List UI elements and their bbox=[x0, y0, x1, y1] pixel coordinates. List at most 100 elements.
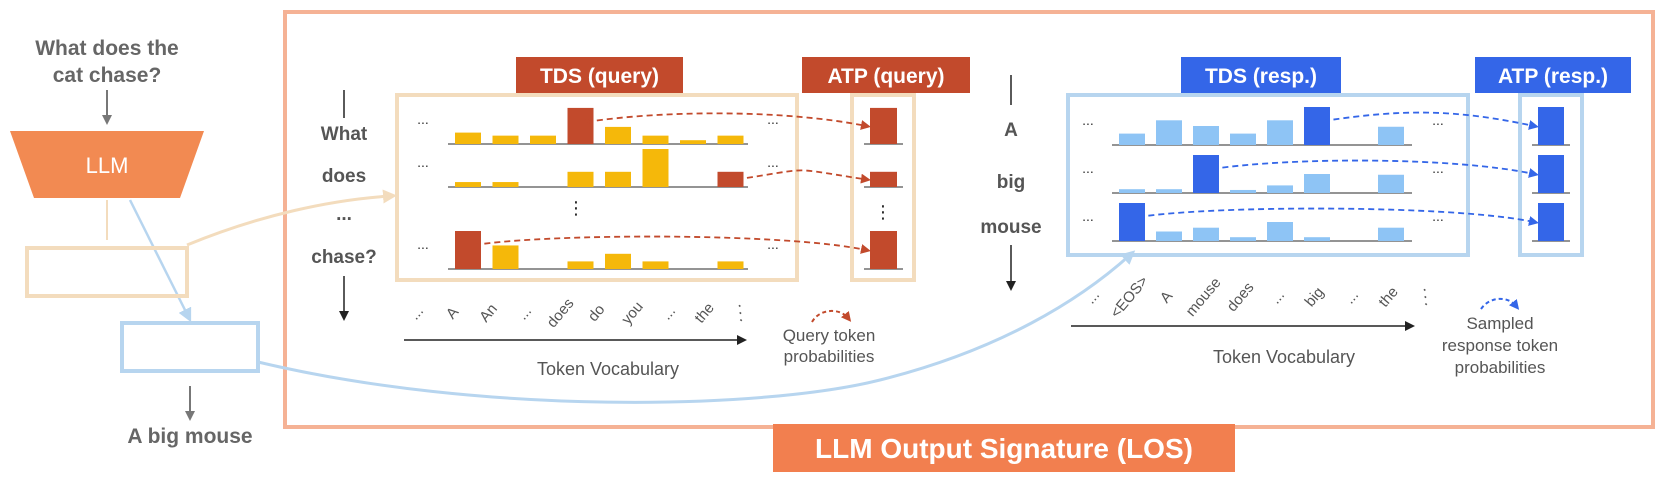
query-vocab-tick: A bbox=[443, 304, 462, 323]
atp-resp-frame bbox=[1518, 93, 1584, 257]
tds-resp-frame bbox=[1066, 93, 1470, 257]
query-prob-bar bbox=[717, 135, 744, 144]
resp-prob-bar bbox=[1378, 227, 1404, 241]
resp-vocab-tick: big bbox=[1302, 284, 1328, 310]
query-prob-bar bbox=[642, 261, 669, 269]
resp-prob-bar bbox=[1304, 107, 1330, 145]
query-prob-bar bbox=[605, 253, 631, 269]
query-row-ellipsis: ... bbox=[417, 154, 429, 170]
query-sampling-arrow bbox=[736, 169, 871, 184]
atp-query-frame bbox=[850, 93, 916, 282]
query-row-label-ellipsis: ... bbox=[336, 204, 352, 225]
query-legend-line-1: Query token bbox=[783, 326, 876, 345]
resp-vocab-tick: <EOS> bbox=[1107, 273, 1152, 322]
query-prob-bar bbox=[455, 182, 481, 187]
query-legend-line-2: probabilities bbox=[784, 347, 875, 366]
resp-prob-bar bbox=[1378, 126, 1404, 145]
query-vocab-tick: the bbox=[691, 300, 717, 327]
query-atp-vertical-ellipsis: ⋮ bbox=[874, 202, 892, 222]
resp-vocab-tick: ... bbox=[1341, 287, 1362, 308]
resp-row-label-big: big bbox=[997, 172, 1026, 193]
tds-resp-title-bg bbox=[1181, 57, 1341, 93]
resp-atp-bar bbox=[1538, 155, 1564, 193]
resp-sampling-arrow bbox=[1138, 207, 1539, 226]
query-row-label-chase: chase? bbox=[311, 247, 376, 268]
response-connector bbox=[257, 250, 1136, 404]
resp-vocab-tick: mouse bbox=[1183, 274, 1225, 319]
atp-query-title-bg bbox=[802, 57, 970, 93]
query-distribution-rows: .................. bbox=[417, 107, 903, 270]
response-distribution-rows: .................. bbox=[1082, 107, 1570, 242]
query-prob-bar bbox=[642, 135, 669, 144]
resp-prob-bar bbox=[1156, 231, 1182, 241]
query-row-ellipsis: ... bbox=[767, 236, 779, 252]
los-title-bg bbox=[773, 424, 1235, 472]
resp-prob-bar bbox=[1304, 174, 1330, 193]
query-prob-bar bbox=[605, 171, 631, 187]
query-prob-bar bbox=[455, 231, 481, 269]
query-atp-bar bbox=[870, 107, 897, 144]
query-axis-label: Token Vocabulary bbox=[537, 359, 679, 379]
resp-legend-line-3: probabilities bbox=[1455, 358, 1546, 377]
resp-legend-line-2: response token bbox=[1442, 336, 1558, 355]
answer-text: A big mouse bbox=[127, 425, 252, 448]
resp-row-ellipsis: ... bbox=[1082, 112, 1094, 128]
query-row-ellipsis: ... bbox=[767, 154, 779, 170]
query-vocab-tick: do bbox=[585, 301, 609, 325]
resp-prob-bar bbox=[1119, 203, 1145, 241]
query-row-ellipsis: ... bbox=[767, 111, 779, 127]
resp-prob-bar bbox=[1267, 185, 1293, 193]
resp-vocab-tick: ⋰ bbox=[1414, 286, 1437, 308]
atp-query-title: ATP (query) bbox=[827, 65, 944, 88]
response-embedding-box bbox=[120, 321, 260, 373]
resp-vocab-tick: ... bbox=[1267, 287, 1288, 308]
resp-prob-bar bbox=[1193, 155, 1219, 193]
query-sampling-arrow bbox=[586, 112, 871, 130]
query-vocab-tick: An bbox=[476, 301, 501, 326]
resp-prob-bar bbox=[1267, 222, 1293, 241]
query-vocab-tick: ⋰ bbox=[729, 302, 752, 324]
query-prob-bar bbox=[530, 135, 556, 144]
resp-row-label-mouse: mouse bbox=[980, 217, 1041, 238]
resp-prob-bar bbox=[1230, 237, 1256, 241]
atp-resp-title: ATP (resp.) bbox=[1498, 65, 1608, 88]
query-vertical-ellipsis: ⋮ bbox=[567, 198, 585, 218]
resp-prob-bar bbox=[1378, 174, 1404, 193]
query-row-label-does: does bbox=[322, 166, 366, 187]
query-prob-bar bbox=[567, 107, 594, 144]
query-prob-bar bbox=[605, 126, 631, 144]
tds-resp-title: TDS (resp.) bbox=[1205, 65, 1317, 88]
resp-prob-bar bbox=[1230, 189, 1256, 193]
query-sampling-arrow bbox=[474, 235, 871, 254]
resp-vocab-tick: A bbox=[1157, 288, 1176, 307]
question-line-1: What does the bbox=[35, 37, 179, 60]
resp-sampling-arrow bbox=[1212, 159, 1539, 178]
resp-prob-bar bbox=[1230, 133, 1256, 145]
query-prob-bar bbox=[717, 261, 744, 269]
resp-prob-bar bbox=[1267, 120, 1293, 145]
query-prob-bar bbox=[717, 171, 744, 187]
llm-block bbox=[10, 131, 204, 198]
query-embedding-box bbox=[25, 246, 189, 298]
query-prob-bar bbox=[567, 171, 594, 187]
resp-row-ellipsis: ... bbox=[1082, 208, 1094, 224]
query-prob-bar bbox=[455, 132, 481, 144]
query-prob-bar bbox=[567, 261, 594, 269]
resp-vocab-tick: does bbox=[1224, 279, 1258, 315]
query-vocab-tick: ... bbox=[658, 303, 679, 324]
resp-prob-bar bbox=[1119, 189, 1145, 193]
tds-query-title: TDS (query) bbox=[540, 65, 659, 88]
resp-prob-bar bbox=[1193, 126, 1219, 145]
query-prob-bar bbox=[642, 149, 669, 187]
query-vocab-tick: you bbox=[618, 298, 647, 327]
query-atp-bar bbox=[870, 231, 897, 269]
resp-row-ellipsis: ... bbox=[1432, 208, 1444, 224]
resp-vocab-tick: the bbox=[1375, 284, 1401, 311]
query-prob-bar bbox=[492, 245, 519, 269]
llm-to-response-arrow bbox=[128, 199, 192, 323]
resp-row-label-a: A bbox=[1004, 120, 1018, 141]
los-title: LLM Output Signature (LOS) bbox=[815, 433, 1193, 464]
